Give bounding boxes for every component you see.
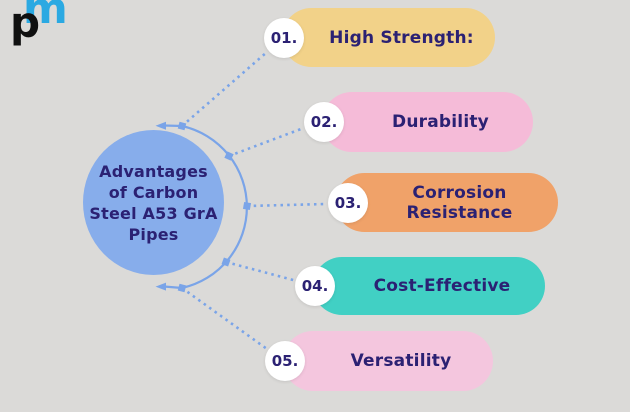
item-number-badge: 03. <box>328 182 368 223</box>
item-number: 04. <box>301 277 329 295</box>
item-label: Durability <box>392 112 489 132</box>
item-number: 05. <box>271 352 299 370</box>
item-label: High Strength: <box>329 27 474 48</box>
item-number: 01. <box>270 28 298 47</box>
item-number-badge: 02. <box>304 102 344 142</box>
logo-letter-m: m <box>23 0 68 34</box>
item-label: Corrosion Resistance <box>406 182 513 223</box>
item-number: 03. <box>334 193 362 212</box>
item-label: Cost-Effective <box>373 276 511 296</box>
item-number-badge: 05. <box>265 341 305 381</box>
arc-node-squares <box>155 121 252 293</box>
arc-arrowhead-bottom <box>155 282 166 291</box>
advantage-item-4: 04. Cost-Effective <box>295 257 545 315</box>
item-number-badge: 01. <box>264 17 304 58</box>
advantage-item-1: 01. High Strength: <box>264 8 495 67</box>
center-topic-label: Advantages of Carbon Steel A53 GrA Pipes <box>89 161 218 244</box>
item-number: 02. <box>310 113 338 131</box>
logo-letter-p: p <box>10 0 41 47</box>
brand-logo: m p <box>8 0 68 62</box>
advantage-item-2: 02. Durability <box>304 92 533 152</box>
arc-arrowhead-top <box>155 121 166 130</box>
item-number-badge: 04. <box>295 266 335 306</box>
center-topic-circle: Advantages of Carbon Steel A53 GrA Pipes <box>83 130 224 275</box>
advantage-item-3: 03. Corrosion Resistance <box>328 173 558 232</box>
advantage-item-5: 05. Versatility <box>265 331 493 391</box>
item-label: Versatility <box>350 351 452 371</box>
